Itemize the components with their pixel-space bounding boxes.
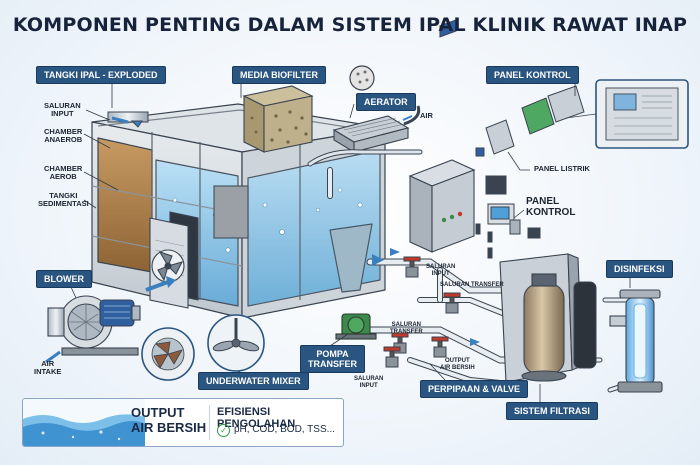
check-circle-icon: ✓ [217, 424, 230, 437]
inflow-arrow [111, 116, 129, 124]
parameter-line: ✓ pH, COD, BOD, TSS... [217, 424, 335, 437]
panel-components [475, 85, 585, 259]
underwater-mixer [207, 314, 265, 372]
biofilter-insert [213, 185, 249, 239]
filter-tank-icon [521, 273, 567, 382]
tag-underwater-mixer: UNDERWATER MIXER [198, 372, 309, 390]
output-line-2: AIR BERSIH [131, 420, 207, 435]
media-zoom [349, 65, 375, 91]
label-chamber-anaerob: CHAMBER ANAEROB [44, 127, 83, 144]
blower-unit [47, 295, 141, 356]
control-panel-cabinet [408, 19, 476, 253]
label-panel-kontrol-side: PANEL KONTROL [526, 196, 576, 218]
aerator-air-tube [403, 105, 421, 126]
label-tangki-sedimentasi: TANGKI SEDIMENTASI [38, 191, 89, 208]
label-panel-listrik: PANEL LISTRIK [534, 164, 590, 173]
label-saluran-transfer-mid: SALURAN TRANSFER [390, 322, 423, 335]
water-wave-icon [23, 399, 145, 446]
info-box: OUTPUT AIR BERSIH EFISIENSI PENGOLAHAN ✓… [22, 398, 344, 447]
uv-lamp-icon [609, 289, 663, 393]
carbon-filter [573, 281, 597, 369]
output-air-bersih: OUTPUT AIR BERSIH [131, 405, 206, 435]
tag-media-biofilter: MEDIA BIOFILTER [232, 66, 326, 84]
tag-pompa-transfer: POMPA TRANSFER [300, 345, 365, 373]
fan-icon [157, 251, 184, 282]
efisiensi-heading: EFISIENSI PENGOLAHAN [217, 406, 296, 430]
valve-icon [383, 256, 461, 368]
label-chamber-aerob: CHAMBER AEROB [44, 164, 83, 181]
label-air-intake: AIR INTAKE [34, 359, 62, 376]
tag-blower: BLOWER [36, 270, 92, 288]
aerator-unit [332, 115, 410, 153]
label-saluran-input-top: SALURAN INPUT [426, 264, 456, 277]
page-title: KOMPONEN PENTING DALAM SISTEM IPAL KLINI… [12, 14, 688, 36]
media-biofilter-block [242, 85, 314, 153]
exploded-panels [149, 211, 199, 309]
label-air: AIR [420, 111, 433, 120]
tag-sistem-filtrasi: SISTEM FILTRASI [506, 402, 598, 420]
output-line-1: OUTPUT [131, 405, 185, 420]
label-saluran-input: SALURAN INPUT [44, 101, 81, 118]
tag-disinfeksi: DISINFEKSI [606, 260, 673, 278]
tag-tangki-ipal: TANGKI IPAL - EXPLODED [36, 66, 166, 84]
label-output-air-bersih-mid: OUTPUT AIR BERSIH [440, 358, 475, 371]
parameter-text: pH, COD, BOD, TSS... [234, 424, 335, 435]
label-saluran-transfer-top: SALURAN TRANSFER [440, 282, 504, 288]
tag-aerator: AERATOR [356, 93, 416, 111]
air-intake-arrow [45, 350, 61, 364]
pump-icon [335, 313, 377, 340]
tag-perpipaan-valve: PERPIPAAN & VALVE [420, 380, 529, 398]
tag-panel-kontrol: PANEL KONTROL [486, 66, 579, 84]
label-saluran-input-bottom: SALURAN INPUT [354, 376, 384, 389]
info-divider [209, 405, 210, 440]
blower-air-arrow [145, 280, 169, 292]
